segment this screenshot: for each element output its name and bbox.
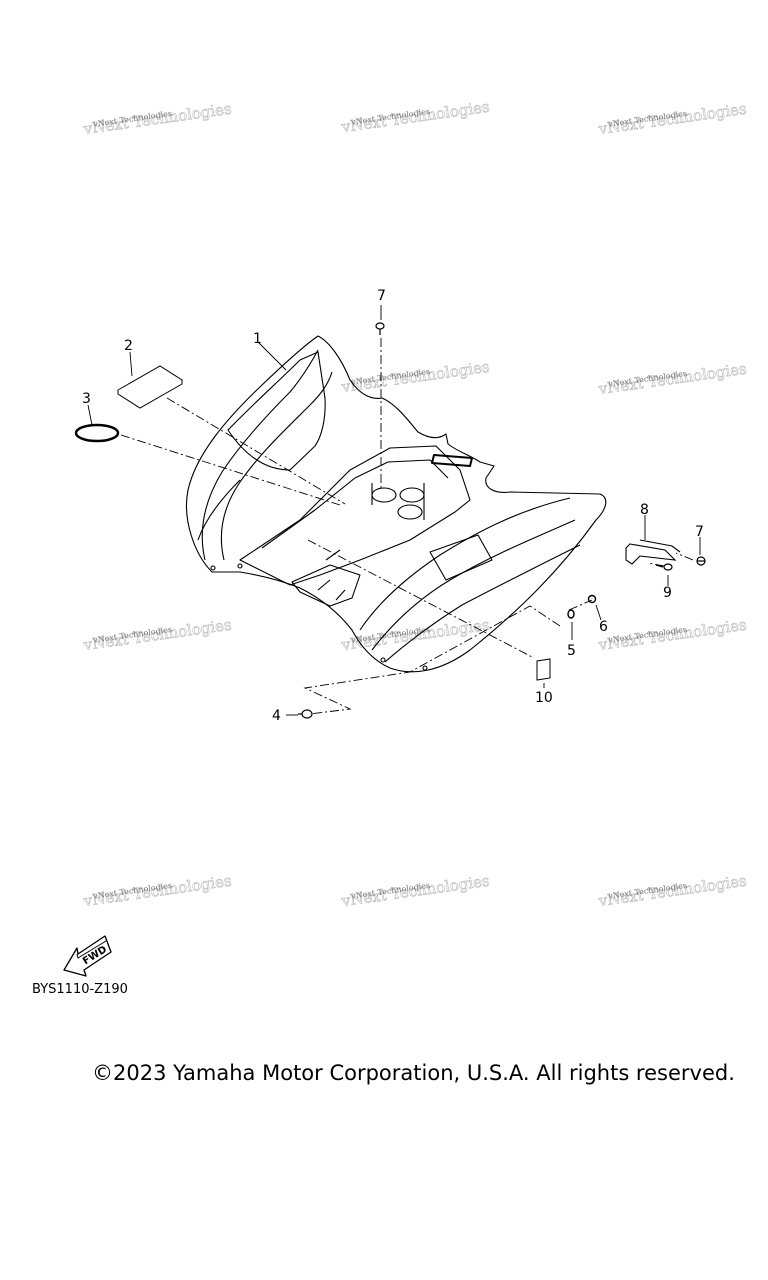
callout-10: 10	[535, 690, 553, 706]
watermark: vNext Technologies vNext Technologies	[596, 615, 748, 654]
watermark: vNext Technologies vNext Technologies	[81, 615, 233, 654]
watermark: vNext Technologies vNext Technologies	[339, 871, 491, 910]
callout-9: 9	[663, 585, 672, 601]
callout-5: 5	[567, 643, 576, 659]
watermark: vNext Technologies vNext Technologies	[596, 871, 748, 910]
part-9-bolt	[655, 563, 673, 571]
chain-lines	[120, 338, 694, 715]
callout-4: 4	[272, 708, 281, 724]
watermark: vNext Technologies vNext Technologies	[596, 99, 748, 138]
part-5-clip	[567, 609, 575, 619]
watermark: vNext Technologies vNext Technologies	[339, 97, 491, 136]
watermark: vNext Technologies vNext Technologies	[339, 615, 491, 654]
part-8-bracket	[625, 539, 681, 565]
part-10-label	[536, 658, 551, 681]
fwd-arrow-icon: FWD	[63, 935, 112, 977]
watermark: vNext Technologies vNext Technologies	[339, 357, 491, 396]
part-4-screw	[298, 709, 313, 719]
part-7-screw-top	[375, 322, 385, 335]
callouts: 1 2 3 4 5 6 7 7 8 9 10	[82, 288, 704, 724]
part-7-screw-right	[696, 556, 706, 566]
callout-7-right: 7	[695, 524, 704, 540]
leader-lines	[87, 305, 701, 716]
callout-7-top: 7	[377, 288, 386, 304]
rear-fender	[186, 335, 607, 673]
watermark: vNext Technologies vNext Technologies	[596, 359, 748, 398]
part-2-pad	[117, 365, 183, 409]
diagram-code: BYS1110-Z190	[32, 982, 128, 997]
callout-6: 6	[599, 619, 608, 635]
callout-8: 8	[640, 502, 649, 518]
callout-2: 2	[124, 338, 133, 354]
watermark: vNext Technologies vNext Technologies	[81, 871, 233, 910]
part-3-ring	[74, 423, 120, 443]
watermark: vNext Technologies vNext Technologies	[81, 99, 233, 138]
callout-3: 3	[82, 391, 91, 407]
copyright-notice: ©2023 Yamaha Motor Corporation, U.S.A. A…	[92, 1061, 735, 1085]
callout-1: 1	[253, 331, 262, 347]
